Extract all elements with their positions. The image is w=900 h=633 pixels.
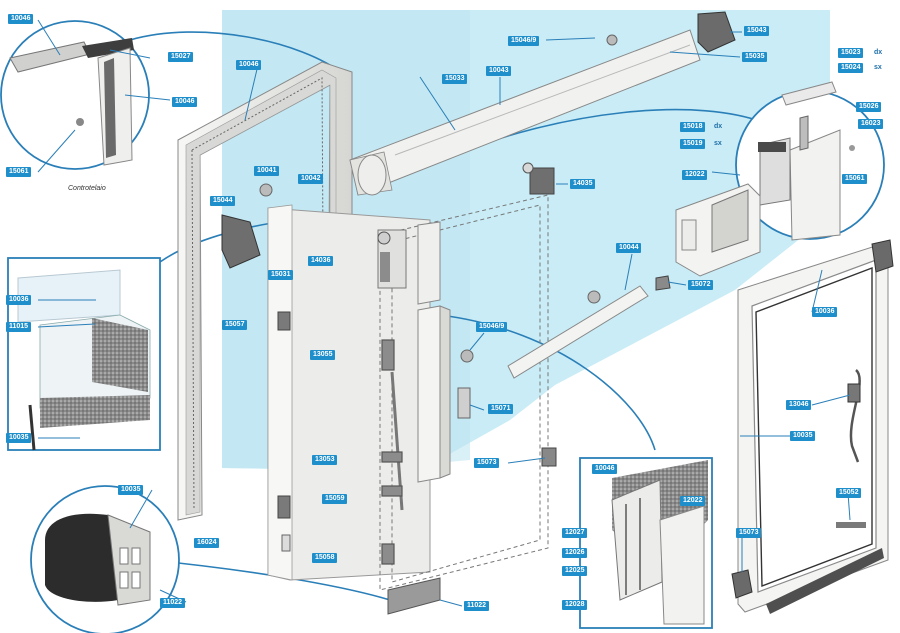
part-label-15071: 15071	[488, 404, 514, 414]
part-label-12022-a: 12022	[680, 496, 706, 506]
part-label-15061-a: 15061	[6, 167, 32, 177]
part-label-12022-b: 12022	[682, 170, 708, 180]
callout-bottom-left-circle	[30, 485, 180, 633]
top-rail-beam	[349, 29, 701, 196]
right-leaf-handle	[849, 369, 861, 463]
part-label-15026: 15026	[856, 102, 882, 112]
right-door-leaf	[731, 239, 894, 614]
part-label-10044: 10044	[616, 243, 642, 253]
part-label-10035-a: 10035	[118, 485, 144, 495]
bracket-15071	[457, 387, 471, 419]
part-label-15027: 15027	[168, 52, 194, 62]
part-label-15023: 15023	[838, 48, 864, 58]
right-leaf-lower-bracket	[731, 569, 753, 599]
part-label-15057: 15057	[222, 320, 248, 330]
part-label-10036-b: 10036	[812, 307, 838, 317]
part-label-10043: 10043	[486, 66, 512, 76]
part-label-11022-a: 11022	[160, 598, 186, 608]
part-label-15024: 15024	[838, 63, 864, 73]
bottom-right-detail-panel	[579, 457, 713, 629]
part-label-11022-b: 11022	[464, 601, 490, 611]
part-label-14036: 14036	[308, 256, 334, 266]
part-label-10046-b: 10046	[172, 97, 198, 107]
part-label-10036-a: 10036	[6, 295, 32, 305]
part-label-14035: 14035	[570, 179, 596, 189]
lock-plate	[277, 311, 291, 331]
part-label-15073-a: 15073	[474, 458, 500, 468]
part-label-15046-9-b: 15046/9	[476, 322, 508, 332]
fan-wheels	[259, 34, 618, 363]
bracket-15044	[221, 214, 261, 269]
part-label-13055: 13055	[310, 350, 336, 360]
carriage-14035	[522, 162, 555, 195]
part-label-15072: 15072	[688, 280, 714, 290]
right-block-assembly	[675, 183, 761, 277]
side-sx-1: sx	[874, 64, 882, 71]
right-leaf-top-hinge	[871, 239, 894, 273]
part-label-10046-d: 10046	[592, 464, 618, 474]
part-label-15043: 15043	[744, 26, 770, 36]
part-label-10046-a: 10046	[8, 14, 34, 24]
part-label-12027: 12027	[562, 528, 588, 538]
side-dx-1: dx	[874, 49, 883, 56]
part-label-15059: 15059	[322, 494, 348, 504]
right-leaf-bottom-seal	[766, 548, 884, 614]
part-label-10046-c: 10046	[236, 60, 262, 70]
part-label-15033: 15033	[442, 74, 468, 84]
keyhole-plate	[281, 534, 291, 552]
part-label-15035: 15035	[742, 52, 768, 62]
part-label-15019: 15019	[680, 139, 706, 149]
part-label-13046: 13046	[786, 400, 812, 410]
part-label-13053: 13053	[312, 455, 338, 465]
part-label-15018: 15018	[680, 122, 706, 132]
part-label-15073-b: 15073	[736, 528, 762, 538]
leader-curve-top-left	[129, 31, 346, 76]
right-leaf-plate-15052	[836, 522, 866, 528]
handle-assembly	[381, 339, 404, 565]
lower-bracket	[277, 495, 291, 519]
part-label-15052: 15052	[836, 488, 862, 498]
bottom-sweep	[387, 577, 441, 615]
part-label-15058: 15058	[312, 553, 338, 563]
vertical-post	[417, 221, 451, 483]
side-dx-2: dx	[714, 123, 723, 130]
part-label-10035-c: 10035	[790, 431, 816, 441]
part-label-16024: 16024	[194, 538, 220, 548]
carriage-14036	[377, 229, 407, 289]
caption-controtelaio: Controtelaio	[68, 185, 106, 192]
bracket-15073	[541, 447, 557, 467]
part-label-10041: 10041	[254, 166, 280, 176]
part-label-12028: 12028	[562, 600, 588, 610]
part-label-16023: 16023	[858, 119, 884, 129]
part-label-15046-9-a: 15046/9	[508, 36, 540, 46]
sliding-leaf-outline	[379, 194, 549, 591]
part-label-12026: 12026	[562, 548, 588, 558]
callout-top-left-circle	[0, 20, 150, 170]
part-label-10035-b: 10035	[6, 433, 32, 443]
part-label-15044: 15044	[210, 196, 236, 206]
part-label-12025: 12025	[562, 566, 588, 576]
part-label-11015: 11015	[6, 322, 32, 332]
part-label-15061-b: 15061	[842, 174, 868, 184]
part-label-15031: 15031	[268, 270, 294, 280]
part-label-10042: 10042	[298, 174, 324, 184]
left-detail-panel	[7, 257, 161, 451]
cap-15072	[655, 275, 671, 291]
end-cap-15043	[697, 11, 736, 53]
side-sx-2: sx	[714, 140, 722, 147]
callout-right-circle	[735, 81, 885, 241]
bar-10044	[507, 285, 649, 379]
